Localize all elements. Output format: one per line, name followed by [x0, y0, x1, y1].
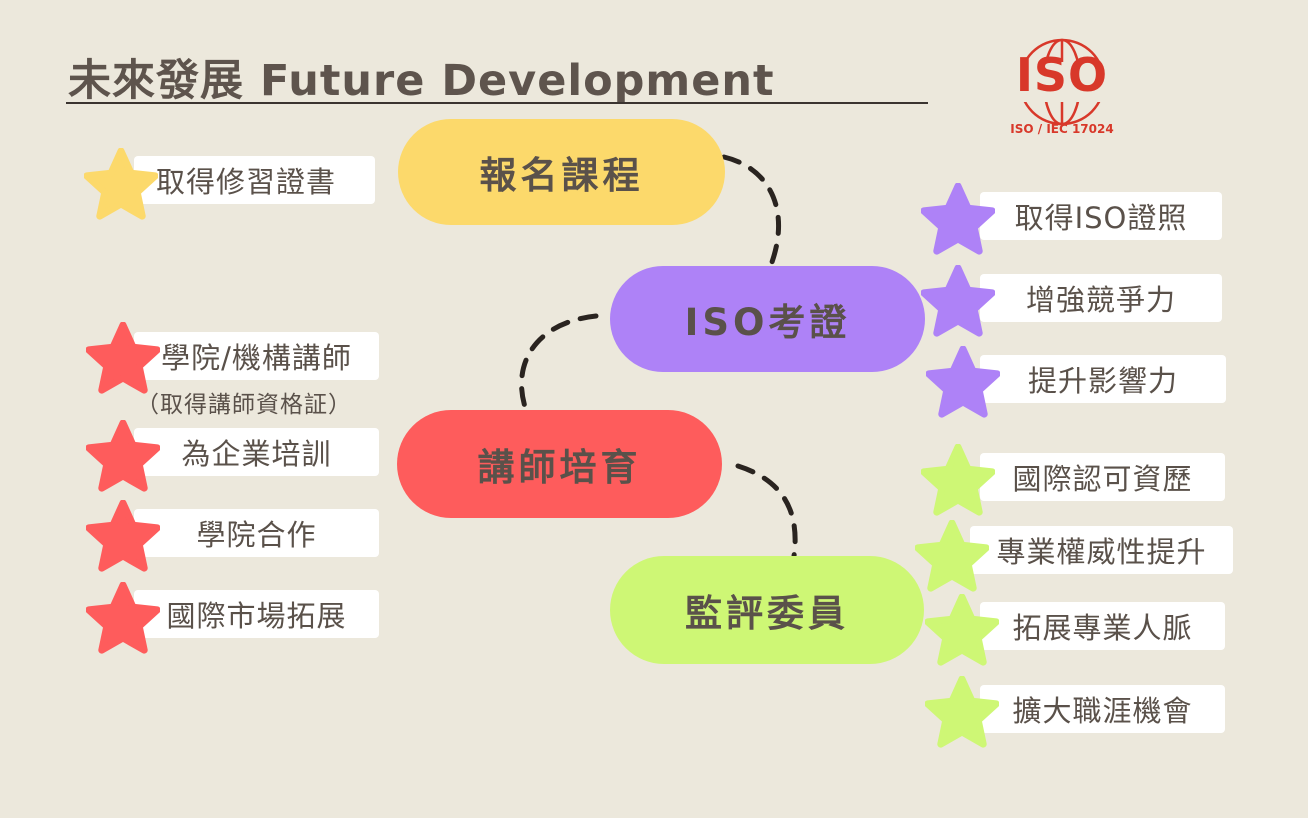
- iso-logo: ISO ISO / IEC 17024: [1003, 34, 1121, 138]
- node-iso-exam: ISO考證: [610, 266, 925, 372]
- logo-standard-label: ISO / IEC 17024: [1010, 122, 1114, 136]
- star-icon: [921, 444, 995, 516]
- node-trainer-development: 講師培育: [397, 410, 722, 518]
- branch-card: 學院/機構講師: [134, 332, 379, 380]
- node-assessor: 監評委員: [610, 556, 924, 664]
- branch-card: 學院合作: [134, 509, 379, 557]
- branch-card: 專業權威性提升: [970, 526, 1233, 574]
- connector-trainer-assessor: [735, 463, 798, 559]
- star-icon: [925, 676, 999, 748]
- star-icon: [915, 520, 989, 592]
- branch-card: 提升影響力: [980, 355, 1226, 403]
- branch-card: 拓展專業人脈: [980, 602, 1225, 650]
- branch-label: 增強競爭力: [1025, 283, 1176, 317]
- branch-label: 拓展專業人脈: [1012, 611, 1193, 645]
- branch-label: 學院/機構講師: [161, 341, 352, 375]
- node-enroll-course: 報名課程: [398, 119, 725, 225]
- star-icon: [86, 582, 160, 654]
- page-title: 未來發展 Future Development: [68, 56, 775, 106]
- branch-card: 取得ISO證照: [980, 192, 1222, 240]
- star-icon: [925, 594, 999, 666]
- title-divider: [66, 102, 928, 104]
- star-icon: [84, 148, 158, 220]
- branch-label: 國際市場拓展: [166, 599, 347, 633]
- branch-label: 提升影響力: [1027, 364, 1178, 398]
- globe-icon: [1011, 38, 1113, 126]
- branch-label: 為企業培訓: [181, 437, 332, 471]
- branch-card: 為企業培訓: [134, 428, 379, 476]
- branch-note: （取得講師資格証）: [136, 392, 352, 418]
- star-icon: [86, 500, 160, 572]
- logo-text: ISO: [1015, 48, 1109, 102]
- star-icon: [926, 346, 1000, 418]
- connector-enroll-iso: [721, 154, 782, 265]
- branch-label: 取得修習證書: [156, 165, 337, 199]
- branch-label: 取得ISO證照: [1014, 201, 1188, 235]
- branch-card: 國際認可資歷: [980, 453, 1225, 501]
- connector-iso-trainer: [519, 313, 599, 413]
- branch-card: 國際市場拓展: [134, 590, 379, 638]
- branch-card: 增強競爭力: [980, 274, 1222, 322]
- star-icon: [921, 265, 995, 337]
- branch-label: 專業權威性提升: [996, 535, 1207, 569]
- branch-card: 擴大職涯機會: [980, 685, 1225, 733]
- star-icon: [86, 322, 160, 394]
- branch-card: 取得修習證書: [134, 156, 375, 204]
- star-icon: [921, 183, 995, 255]
- branch-label: 擴大職涯機會: [1012, 694, 1193, 728]
- branch-label: 國際認可資歷: [1012, 462, 1193, 496]
- branch-label: 學院合作: [196, 518, 317, 552]
- star-icon: [86, 420, 160, 492]
